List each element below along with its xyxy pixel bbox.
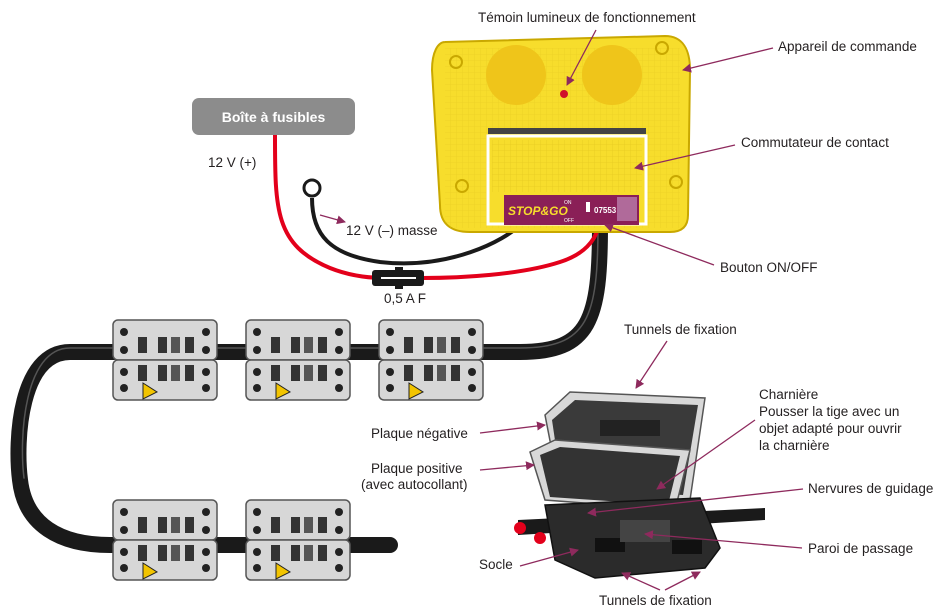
- ring-terminal: [302, 178, 322, 198]
- inline-fuse: [372, 267, 424, 289]
- label-plaque-positive: Plaque positive: [371, 461, 463, 476]
- label-temoin: Témoin lumineux de fonctionnement: [478, 10, 696, 25]
- connector-1: [112, 319, 218, 401]
- label-plaque-positive-sub: (avec autocollant): [361, 477, 468, 492]
- label-tunnels-bottom: Tunnels de fixation: [599, 593, 712, 608]
- connector-4: [112, 499, 218, 581]
- sticker-brand: STOP&GO: [508, 204, 568, 218]
- label-12v-masse: 12 V (–) masse: [346, 223, 438, 238]
- sticker-off: OFF: [564, 218, 574, 224]
- arrows: [319, 29, 804, 591]
- label-commutateur: Commutateur de contact: [741, 135, 889, 150]
- connector-5: [245, 499, 351, 581]
- label-fuse: 0,5 A F: [384, 291, 427, 306]
- label-socle: Socle: [479, 557, 513, 572]
- label-plaque-negative: Plaque négative: [371, 426, 468, 441]
- sticker-on: ON: [564, 200, 572, 206]
- label-charniere-l3: la charnière: [759, 438, 830, 453]
- red-wire: [273, 134, 600, 280]
- label-charniere-l1: Pousser la tige avec un: [759, 404, 900, 419]
- fuse-box: Boîte à fusibles: [192, 98, 355, 135]
- label-appareil: Appareil de commande: [778, 39, 917, 54]
- label-charniere-l2: objet adapté pour ouvrir: [759, 421, 902, 436]
- label-bouton: Bouton ON/OFF: [720, 260, 818, 275]
- device-sticker: [504, 195, 639, 225]
- control-device: [430, 34, 692, 233]
- label-charniere-title: Charnière: [759, 387, 819, 402]
- label-paroi: Paroi de passage: [808, 541, 914, 556]
- black-wire: [310, 197, 522, 266]
- connector-2: [245, 319, 351, 401]
- sticker-code: 07553: [594, 206, 617, 215]
- label-12v-plus: 12 V (+): [208, 155, 257, 170]
- open-connector: [514, 391, 765, 579]
- connector-3: [378, 319, 484, 401]
- label-tunnels-top: Tunnels de fixation: [624, 322, 737, 337]
- label-nervures: Nervures de guidage: [808, 481, 934, 496]
- fuse-box-label: Boîte à fusibles: [221, 108, 326, 125]
